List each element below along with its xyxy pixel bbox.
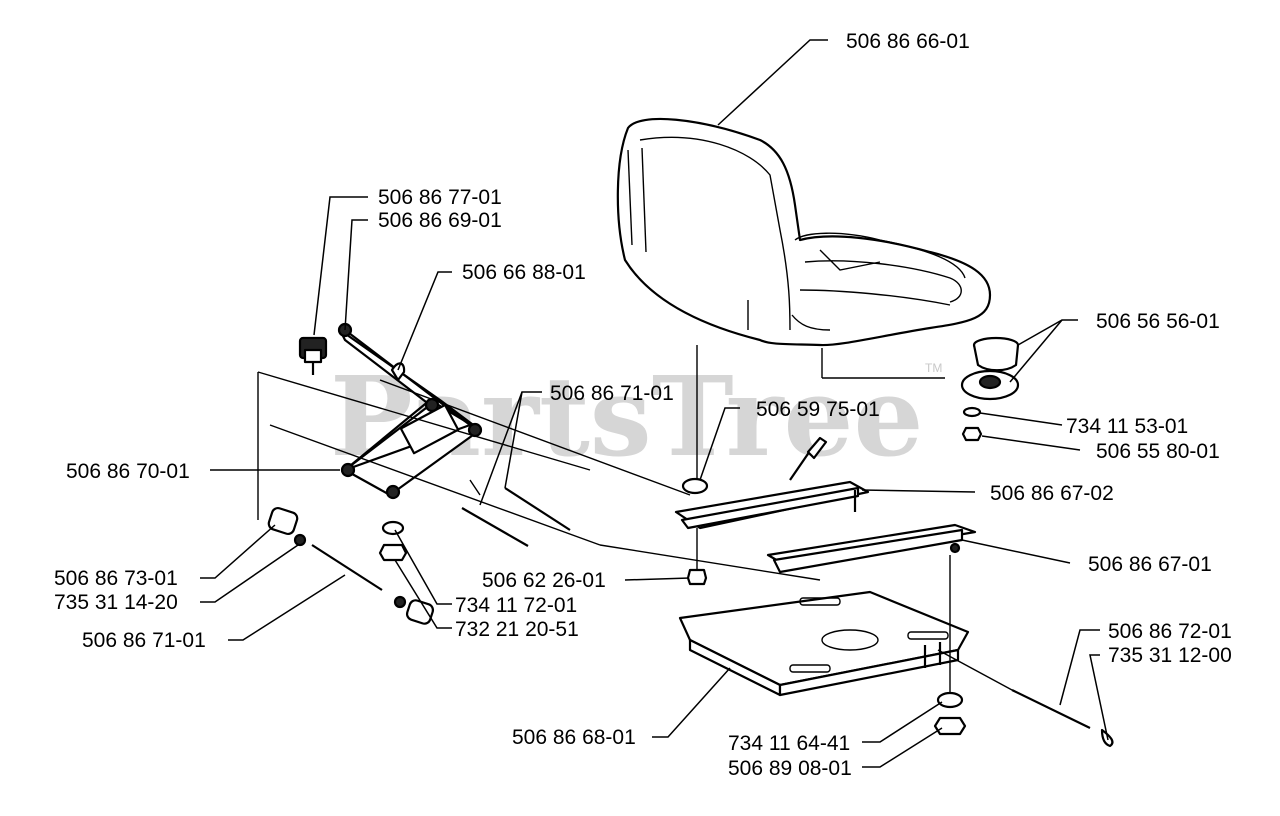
callout-rail-lower: 506 86 67-01 xyxy=(1088,553,1212,576)
callout-washer-c: 734 11 72-01 xyxy=(455,594,577,617)
callout-frame: 506 86 70-01 xyxy=(66,460,190,483)
callout-nut-b: 506 89 08-01 xyxy=(728,757,852,780)
screw-center-part xyxy=(686,568,708,586)
callout-cotter: 735 31 12-00 xyxy=(1108,644,1232,667)
bushing-part xyxy=(267,506,435,625)
callout-cup: 506 56 56-01 xyxy=(1096,310,1220,333)
fastener-center-part xyxy=(378,520,408,562)
callout-plate: 506 86 68-01 xyxy=(512,726,636,749)
callout-washer-l: 735 31 14-20 xyxy=(54,591,178,614)
lower-rail-part xyxy=(766,523,977,574)
callout-bracket-b: 506 86 69-01 xyxy=(378,209,502,232)
callout-rod-upper: 506 86 71-01 xyxy=(550,382,674,405)
washer-right-part xyxy=(962,406,982,418)
seat-part xyxy=(616,117,992,347)
callout-bushing: 506 86 73-01 xyxy=(54,567,178,590)
pin-part xyxy=(1011,689,1091,729)
screw-right-part xyxy=(961,426,983,442)
callout-washer-b: 734 11 64-41 xyxy=(728,732,850,755)
callout-pin: 506 86 72-01 xyxy=(1108,620,1232,643)
watermark-tm: TM xyxy=(925,361,942,375)
callout-nut-c: 732 21 20-51 xyxy=(455,618,579,641)
upper-rail-part xyxy=(674,436,870,530)
washer-bottom-part xyxy=(936,691,964,709)
callout-seat: 506 86 66-01 xyxy=(846,30,970,53)
cup-part xyxy=(960,336,1020,401)
base-plate-part xyxy=(678,590,970,697)
callout-bracket-a: 506 86 77-01 xyxy=(378,186,502,209)
clip-part xyxy=(390,362,406,382)
callout-knob-top: 506 59 75-01 xyxy=(756,398,880,421)
nut-bottom-part xyxy=(933,716,967,736)
callout-rod-lower: 506 86 71-01 xyxy=(82,629,206,652)
callout-washer-r: 734 11 53-01 xyxy=(1066,415,1188,438)
callout-screw-c: 506 62 26-01 xyxy=(482,569,606,592)
callout-screw-r: 506 55 80-01 xyxy=(1096,440,1220,463)
callout-rail-upper: 506 86 67-02 xyxy=(990,482,1114,505)
knob-part xyxy=(298,336,328,375)
callout-clip: 506 66 88-01 xyxy=(462,261,586,284)
seat-frame-part xyxy=(337,322,483,500)
